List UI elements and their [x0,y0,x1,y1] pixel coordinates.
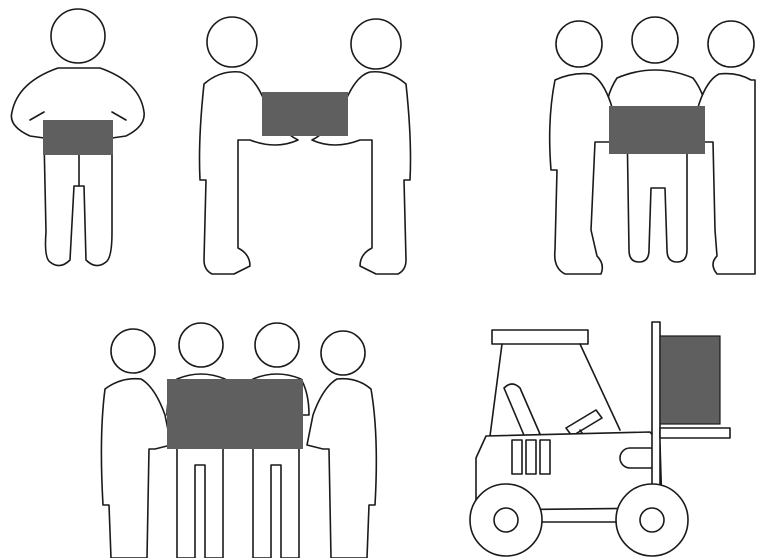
forklift-fork [660,428,730,438]
forklift-roof [492,330,588,344]
head-icon [708,21,754,67]
two-person-carry-panel [190,0,420,285]
head-icon [255,323,299,367]
forklift-vent [526,440,536,474]
person-body-icon [691,74,755,274]
person-body-icon [605,70,707,262]
person-body-icon [307,379,376,558]
one-person-carry-illustration [0,0,170,280]
wheel-hub [494,508,518,532]
person-body-icon [101,379,171,558]
head-icon [111,329,155,373]
load-box [43,120,113,155]
forklift-illustration [462,318,737,558]
three-person-carry-panel [545,10,757,285]
load-box [262,92,348,136]
load-box [609,106,705,154]
forklift-mast [652,322,660,508]
head-icon [351,19,401,69]
head-icon [321,331,365,375]
two-person-carry-illustration [190,0,420,285]
head-icon [207,17,257,67]
load-box [660,336,720,424]
steering-wheel-icon [566,410,602,436]
head-icon [632,17,678,63]
four-person-carry-illustration [95,315,395,558]
forklift-vent [540,440,550,474]
person-body-icon [11,68,144,266]
load-box [167,379,303,449]
wheel-hub [640,508,664,532]
three-person-carry-illustration [545,10,757,285]
four-person-carry-panel [95,315,395,558]
forklift-vent [512,440,522,474]
forklift-carry-panel [462,318,737,558]
head-icon [556,21,602,67]
head-icon [51,9,105,63]
head-icon [179,323,223,367]
forklift-seat [504,384,540,440]
one-person-carry-panel [0,0,170,280]
person-body-icon [550,74,619,274]
